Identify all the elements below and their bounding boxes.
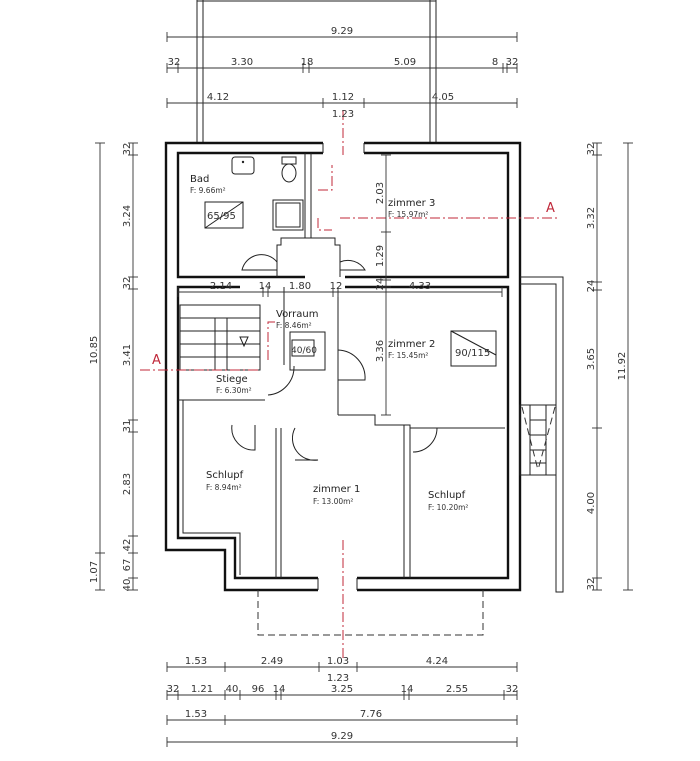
- dimension-label: 3.24: [122, 205, 133, 227]
- svg-text:zimmer 3: zimmer 3: [388, 198, 435, 209]
- dimension-label: 5.09: [394, 57, 416, 68]
- dimension-label: 10.85: [89, 336, 100, 365]
- section-marker-right: A: [546, 201, 555, 216]
- bathroom-fixtures: [231, 156, 304, 231]
- dimension-label: 31: [122, 420, 133, 433]
- dimension-label: 32: [122, 277, 133, 290]
- dimension-label: 40: [122, 579, 133, 592]
- svg-text:F: 8.94m²: F: 8.94m²: [206, 483, 242, 492]
- dimension-label: 1.12: [332, 92, 354, 103]
- dimension-label: 1.23: [327, 673, 349, 684]
- dimension-label: 1.23: [332, 109, 354, 120]
- svg-text:zimmer 2: zimmer 2: [388, 339, 435, 350]
- dimension-label: 67: [122, 559, 133, 572]
- dimension-label: 3.41: [122, 344, 133, 366]
- dimension-label: 2.49: [261, 656, 283, 667]
- dimension-label: 14: [259, 281, 272, 292]
- dimension-label: 3.65: [586, 348, 597, 370]
- room-zimmer1: zimmer 1 F: 13.00m²: [313, 484, 360, 506]
- svg-text:F: 15.97m²: F: 15.97m²: [388, 210, 428, 219]
- svg-text:F: 13.00m²: F: 13.00m²: [313, 497, 353, 506]
- section-marker-left: A: [152, 353, 161, 368]
- dimension-label: 3.30: [231, 57, 253, 68]
- room-schlupf-left: Schlupf F: 8.94m²: [206, 470, 244, 492]
- dimension-label: 3.36: [375, 340, 386, 362]
- dimension-label: 2.83: [122, 473, 133, 495]
- dimension-label: 1.07: [89, 561, 100, 583]
- dimension-label: 32: [586, 578, 597, 591]
- dimension-label: 4.12: [207, 92, 229, 103]
- bottom-balcony: [257, 590, 484, 636]
- dimension-label: 4.33: [409, 281, 431, 292]
- dimension-label: 1.80: [289, 281, 311, 292]
- svg-text:F: 6.30m²: F: 6.30m²: [216, 386, 252, 395]
- doors: [231, 254, 438, 461]
- dimension-label: 9.29: [331, 26, 353, 37]
- svg-text:F: 9.66m²: F: 9.66m²: [190, 186, 226, 195]
- dimension-label: 32: [506, 684, 519, 695]
- dimension-label: 4.05: [432, 92, 454, 103]
- svg-text:Schlupf: Schlupf: [428, 490, 466, 501]
- svg-text:F: 10.20m²: F: 10.20m²: [428, 503, 468, 512]
- dimension-label: 2.55: [446, 684, 468, 695]
- svg-text:Bad: Bad: [190, 174, 209, 185]
- dimension-label: 4.24: [426, 656, 448, 667]
- svg-text:Schlupf: Schlupf: [206, 470, 244, 481]
- dimension-label: 8: [492, 57, 498, 68]
- svg-text:90/115: 90/115: [455, 348, 490, 359]
- interior-walls: [178, 153, 505, 578]
- dimension-label: 14: [273, 684, 286, 695]
- dimension-label: 24: [586, 280, 597, 293]
- dimension-label: 2.14: [210, 281, 232, 292]
- dimension-label: 32: [586, 143, 597, 156]
- window-zimmer2: 90/115: [450, 330, 497, 367]
- dimension-label: 3.25: [331, 684, 353, 695]
- window-vorraum: 40/60: [291, 339, 317, 357]
- dimension-label: 32: [167, 684, 180, 695]
- dimension-label: 7.76: [360, 709, 382, 720]
- stairs: [179, 304, 261, 371]
- dimension-label: 3.32: [586, 207, 597, 229]
- room-schlupf-right: Schlupf F: 10.20m²: [428, 490, 468, 512]
- svg-text:F: 8.46m²: F: 8.46m²: [276, 321, 312, 330]
- dimension-label: 14: [401, 684, 414, 695]
- room-zimmer2: zimmer 2F: 15.45m²: [388, 339, 435, 360]
- dimension-label: 4.00: [586, 492, 597, 514]
- top-balcony: [196, 0, 437, 143]
- svg-text:40/60: 40/60: [291, 346, 317, 356]
- dimension-label: 96: [252, 684, 265, 695]
- section-line: [140, 110, 560, 660]
- dimension-label: 24: [375, 278, 386, 291]
- svg-text:F: 15.45m²: F: 15.45m²: [388, 351, 428, 360]
- dimension-label: 11.92: [617, 352, 628, 381]
- dimension-label: 32: [506, 57, 519, 68]
- dimension-label: 1.53: [185, 709, 207, 720]
- dimension-label: 42: [122, 539, 133, 552]
- dimension-label: 1.29: [375, 245, 386, 267]
- dimension-label: 1.21: [191, 684, 213, 695]
- dimension-label: 2.03: [375, 182, 386, 204]
- svg-text:Vorraum: Vorraum: [276, 309, 318, 320]
- dimension-label: 40: [226, 684, 239, 695]
- right-stair-annex: [519, 276, 564, 593]
- dimension-label: 12: [330, 281, 343, 292]
- dimension-lines: 9.29 32 3.30 18 5.09 8 32 4.12 1.12 4.05 1.23 1.53 2…: [89, 26, 633, 747]
- dimension-label: 32: [168, 57, 181, 68]
- dimension-label: 18: [301, 57, 314, 68]
- dimension-label: 1.53: [185, 656, 207, 667]
- dimension-label: 32: [122, 143, 133, 156]
- svg-text:65/95: 65/95: [207, 211, 236, 222]
- outer-walls: [164, 141, 522, 592]
- room-zimmer3: zimmer 3F: 15.97m²: [388, 198, 435, 219]
- dimension-label: 1.03: [327, 656, 349, 667]
- window-bad: 65/95: [204, 201, 244, 229]
- svg-text:zimmer 1: zimmer 1: [313, 484, 360, 495]
- svg-text:Stiege: Stiege: [216, 374, 248, 385]
- dimension-label: 9.29: [331, 731, 353, 742]
